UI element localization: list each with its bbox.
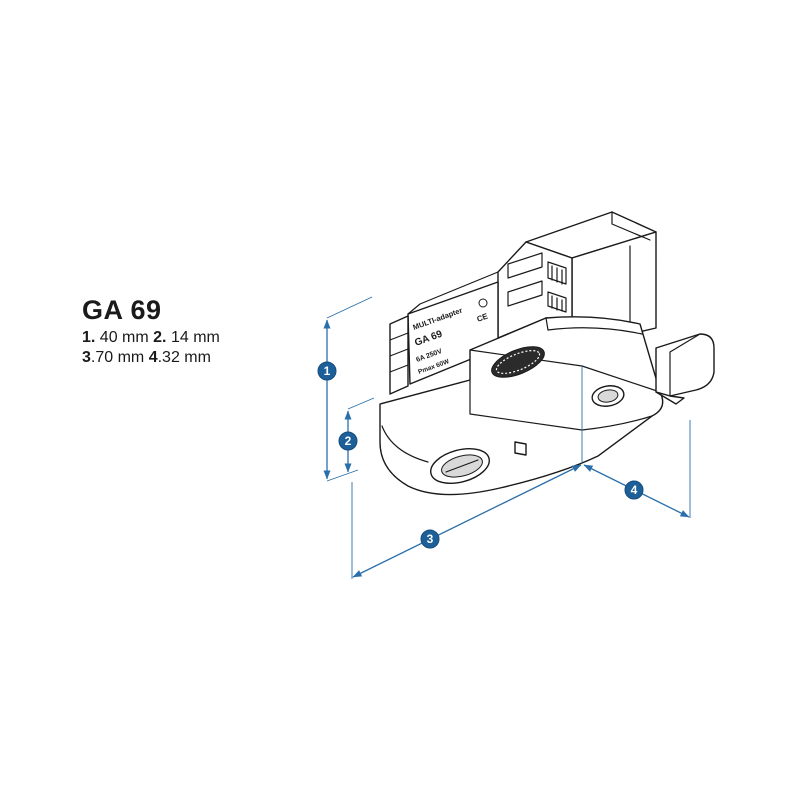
- callout-3: 3: [420, 529, 440, 549]
- housing-notch: [514, 441, 527, 456]
- callout-2-number: 2: [345, 434, 352, 448]
- dimension-legend: GA 69 1. 40 mm 2. 14 mm 3.70 mm 4.32 mm: [82, 295, 220, 368]
- legend-line-2: 3.70 mm 4.32 mm: [82, 348, 220, 368]
- side-rib-lines: [389, 332, 409, 373]
- callout-4: 4: [624, 480, 644, 500]
- legend-line-1: 1. 40 mm 2. 14 mm: [82, 328, 220, 348]
- side-ribs: [389, 315, 409, 395]
- mounting-hole: [591, 385, 625, 407]
- contact-pin-hatch: [551, 265, 563, 312]
- legend-value-4: .32 mm: [157, 349, 211, 366]
- legend-value-2: 14 mm: [170, 329, 220, 346]
- legend-key-4: 4: [148, 349, 158, 366]
- lower-housing-bevel: [381, 425, 429, 463]
- callout-2: 2: [338, 431, 358, 451]
- dimension-3: [351, 366, 583, 579]
- dimension-1-extension-bottom: [326, 469, 359, 482]
- legend-value-3: .70 mm: [90, 349, 145, 366]
- contact-pin: [547, 291, 567, 313]
- dimension-1: [323, 296, 373, 482]
- callout-3-number: 3: [427, 532, 434, 546]
- upper-block-top-lip: [407, 271, 499, 315]
- track-adapter-illustration: MULTI-adapter GA 69 6A 250V Pmax 60W CE: [379, 211, 715, 496]
- legend-key-3: 3: [82, 349, 91, 366]
- callout-1-number: 1: [324, 364, 331, 378]
- callout-4-number: 4: [631, 483, 638, 497]
- contact-pin: [547, 261, 567, 285]
- dimension-1-extension-top: [326, 296, 373, 319]
- legend-key-2: 2.: [153, 329, 167, 346]
- dimension-3-line: [352, 464, 582, 578]
- back-housing-rim: [611, 211, 651, 241]
- contact-slot: [507, 252, 543, 279]
- legend-value-1: 40 mm: [99, 329, 149, 346]
- end-cap-edge: [669, 333, 701, 397]
- dimension-2-extension-top: [347, 397, 375, 410]
- legend-key-1: 1.: [82, 329, 96, 346]
- end-cap-foot: [655, 391, 685, 405]
- callout-1: 1: [317, 361, 337, 381]
- adjustment-wheel: [491, 346, 545, 378]
- lower-housing-lip: [545, 317, 643, 335]
- label-ce-mark: CE: [476, 311, 490, 323]
- product-title: GA 69: [82, 295, 162, 325]
- label-logo-icon: [478, 298, 488, 308]
- contact-slot: [507, 280, 543, 307]
